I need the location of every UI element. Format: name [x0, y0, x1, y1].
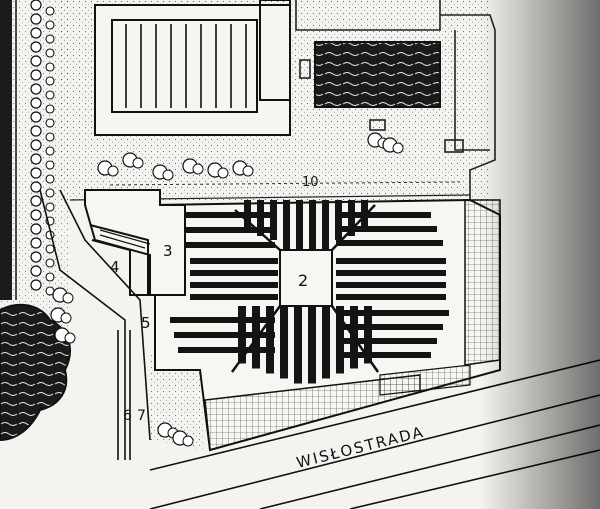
- page-shadow: [480, 0, 600, 509]
- tree-column: [30, 0, 55, 296]
- sports-field: [94, 0, 291, 136]
- label-5: 5: [141, 314, 151, 332]
- label-10: 10: [302, 175, 319, 190]
- central-stage: [279, 249, 333, 307]
- label-6: 6: [123, 408, 132, 424]
- label-4: 4: [110, 258, 120, 276]
- seating-rows: [170, 200, 449, 384]
- shrubs: [50, 132, 404, 447]
- entrance-building: [84, 189, 186, 296]
- left-tree-alley: [0, 0, 17, 300]
- lake: [0, 303, 71, 442]
- label-7: 7: [137, 408, 146, 424]
- pond: [314, 41, 441, 108]
- diagonal-paths: [39, 189, 151, 460]
- label-2: 2: [298, 271, 308, 290]
- label-3: 3: [163, 242, 173, 260]
